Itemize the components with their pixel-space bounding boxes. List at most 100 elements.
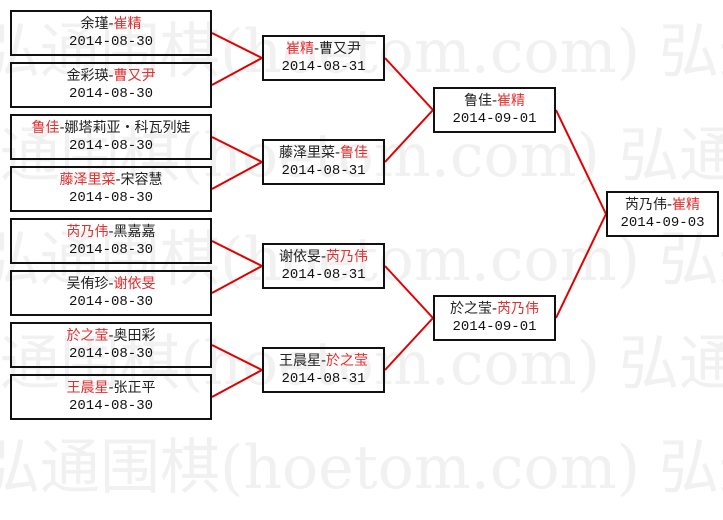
player-name: 於之莹	[449, 301, 492, 317]
bracket-connectors	[211, 32, 607, 398]
separator: -	[491, 93, 498, 109]
match-players: 金彩瑛-曹又尹	[12, 67, 210, 85]
winner-name: 崔精	[285, 41, 314, 57]
player-name: 余瑾	[80, 16, 109, 32]
connector-line	[211, 32, 263, 59]
winner-name: 芮乃伟	[66, 224, 109, 240]
player-name: 金彩瑛	[66, 68, 109, 84]
separator: -	[108, 68, 114, 84]
match-date: 2014-08-30	[68, 242, 153, 258]
match-date: 2014-08-31	[281, 371, 366, 387]
connector-line	[555, 109, 607, 215]
player-name: 谢依旻	[278, 249, 321, 265]
connector-line	[384, 109, 434, 163]
winner-name: 於之莹	[326, 353, 369, 369]
winner-name: 芮乃伟	[326, 249, 369, 265]
connector-line	[384, 265, 434, 319]
match-date: 2014-08-31	[281, 163, 366, 179]
match-date: 2014-08-30	[68, 138, 153, 154]
player-name: 黑嘉嘉	[113, 224, 156, 240]
match-date: 2014-09-01	[452, 111, 537, 127]
match-date: 2014-08-30	[68, 398, 153, 414]
winner-name: 崔精	[497, 93, 526, 109]
player-name: 鲁佳	[463, 93, 492, 109]
player-name: 张正平	[113, 380, 156, 396]
match-players: 鲁佳-娜塔莉亚・科瓦列娃	[12, 119, 210, 137]
connector-line	[211, 136, 263, 163]
match-players: 藤泽里菜-鲁佳	[264, 144, 383, 162]
connector-line	[211, 344, 263, 371]
winner-name: 崔精	[113, 16, 142, 32]
match-players: 谢依旻-芮乃伟	[264, 248, 383, 266]
match-players: 鲁佳-崔精	[435, 92, 554, 110]
connector-line	[211, 161, 263, 190]
match-players: 吴侑珍-谢依旻	[12, 275, 210, 293]
player-name: 娜塔莉亚・科瓦列娃	[64, 120, 191, 136]
player-name: 宋容慧	[120, 172, 163, 188]
match-date: 2014-08-30	[68, 294, 153, 310]
separator: -	[108, 276, 114, 292]
player-name: 奥田彩	[113, 328, 156, 344]
match-date: 2014-08-30	[68, 86, 153, 102]
match-players: 余瑾-崔精	[12, 15, 210, 33]
match-date: 2014-08-30	[68, 34, 153, 50]
match-date: 2014-08-31	[281, 59, 366, 75]
match-players: 王晨星-於之莹	[264, 352, 383, 370]
connector-line	[384, 317, 434, 371]
player-name: 藤泽里菜	[278, 145, 335, 161]
winner-name: 崔精	[672, 197, 701, 213]
match-date: 2014-09-03	[620, 215, 705, 231]
player-name: 芮乃伟	[624, 197, 667, 213]
player-name: 吴侑珍	[66, 276, 109, 292]
match-players: 芮乃伟-崔精	[608, 196, 717, 214]
winner-name: 王晨星	[66, 380, 109, 396]
connector-line	[211, 369, 263, 398]
winner-name: 鲁佳	[340, 145, 369, 161]
winner-name: 曹又尹	[113, 68, 156, 84]
winner-name: 藤泽里菜	[59, 172, 116, 188]
match-date: 2014-09-01	[452, 319, 537, 335]
separator: -	[108, 380, 114, 396]
player-name: 王晨星	[278, 353, 321, 369]
connector-line	[211, 265, 263, 294]
connector-line	[211, 240, 263, 267]
connector-line	[384, 57, 434, 111]
separator: -	[59, 120, 65, 136]
separator: -	[108, 224, 114, 240]
separator: -	[666, 197, 673, 213]
separator: -	[313, 41, 320, 57]
player-name: 曹又尹	[319, 41, 362, 57]
match-date: 2014-08-30	[68, 346, 153, 362]
winner-name: 鲁佳	[31, 120, 60, 136]
connector-line	[555, 213, 607, 319]
match-players: 於之莹-奥田彩	[12, 327, 210, 345]
separator: -	[334, 145, 341, 161]
separator: -	[491, 301, 498, 317]
match-players: 王晨星-张正平	[12, 379, 210, 397]
match-players: 藤泽里菜-宋容慧	[12, 171, 210, 189]
separator: -	[108, 16, 114, 32]
match-players: 崔精-曹又尹	[264, 40, 383, 58]
separator: -	[108, 328, 114, 344]
match-players: 芮乃伟-黑嘉嘉	[12, 223, 210, 241]
match-date: 2014-08-30	[68, 190, 153, 206]
separator: -	[320, 353, 327, 369]
winner-name: 於之莹	[66, 328, 109, 344]
winner-name: 谢依旻	[113, 276, 156, 292]
separator: -	[115, 172, 121, 188]
